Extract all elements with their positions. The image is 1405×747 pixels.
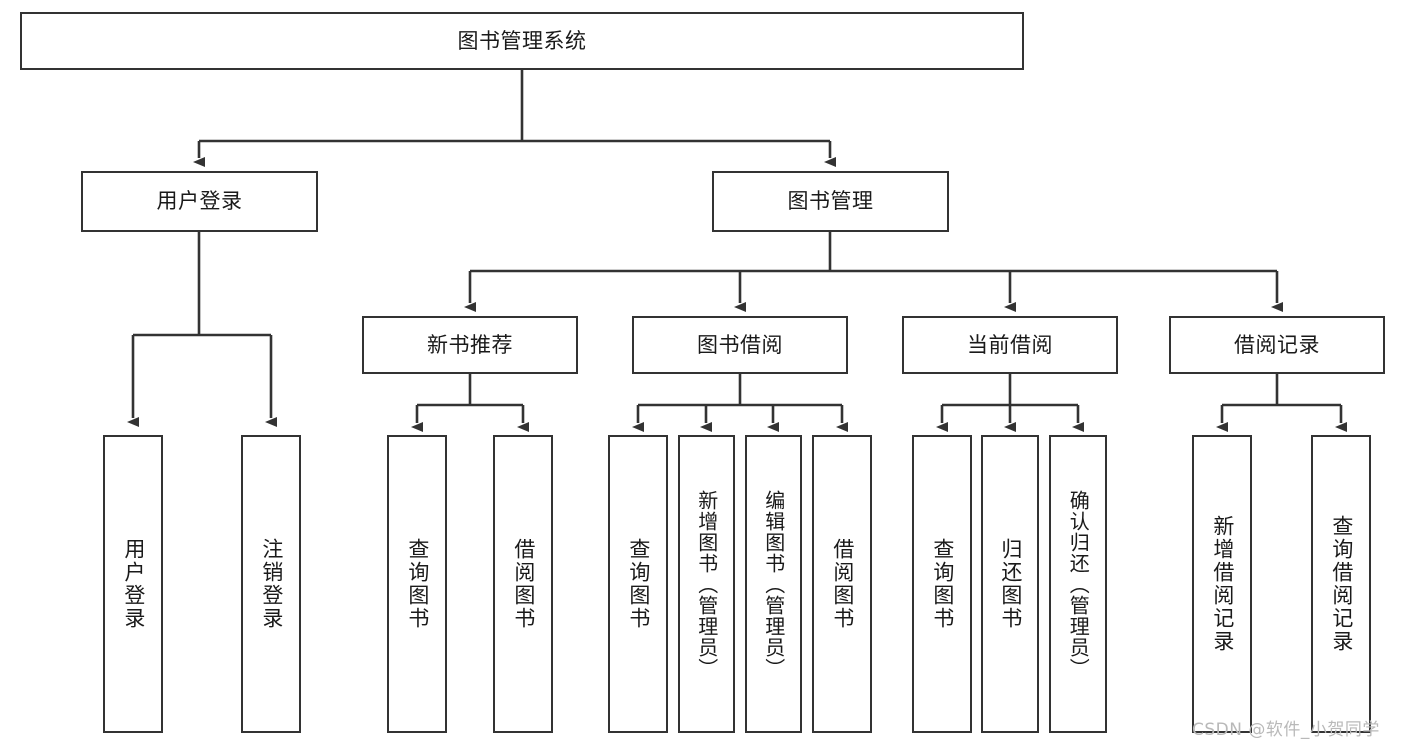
leaf-add-book-admin[interactable]: 新增图书（管理员） — [678, 435, 735, 733]
leaf-logout[interactable]: 注销登录 — [241, 435, 301, 733]
node-label: 新增图书（管理员） — [694, 489, 719, 679]
leaf-add-borrow-record[interactable]: 新增借阅记录 — [1192, 435, 1252, 733]
node-label: 用户登录 — [121, 538, 146, 630]
node-label: 用户登录 — [156, 189, 243, 214]
node-user-login[interactable]: 用户登录 — [81, 171, 318, 232]
node-label: 图书管理系统 — [457, 28, 587, 53]
node-label: 借阅记录 — [1234, 332, 1320, 357]
node-label: 归还图书 — [998, 538, 1023, 630]
leaf-query-book-borrow[interactable]: 查询图书 — [608, 435, 668, 733]
node-label: 注销登录 — [259, 538, 284, 630]
node-book-borrowing[interactable]: 图书借阅 — [632, 316, 848, 374]
node-book-management[interactable]: 图书管理 — [712, 171, 949, 232]
node-label: 查询图书 — [626, 538, 651, 630]
node-label: 图书借阅 — [697, 332, 783, 357]
node-new-book-recommendation[interactable]: 新书推荐 — [362, 316, 578, 374]
node-root-book-management-system[interactable]: 图书管理系统 — [20, 12, 1024, 70]
node-label: 查询图书 — [405, 538, 430, 630]
leaf-user-login[interactable]: 用户登录 — [103, 435, 163, 733]
node-label: 新增借阅记录 — [1210, 515, 1235, 653]
node-label: 图书管理 — [787, 189, 874, 214]
leaf-confirm-return-admin[interactable]: 确认归还（管理员） — [1049, 435, 1107, 733]
node-current-borrowing[interactable]: 当前借阅 — [902, 316, 1118, 374]
csdn-watermark: CSDN @软件_小贺同学 — [1192, 720, 1380, 740]
node-label: 新书推荐 — [427, 332, 513, 357]
leaf-query-book-current[interactable]: 查询图书 — [912, 435, 972, 733]
node-label: 借阅图书 — [511, 538, 536, 630]
node-label: 编辑图书（管理员） — [761, 489, 786, 679]
leaf-query-book-recommendation[interactable]: 查询图书 — [387, 435, 447, 733]
leaf-borrow-book[interactable]: 借阅图书 — [812, 435, 872, 733]
leaf-return-book[interactable]: 归还图书 — [981, 435, 1039, 733]
node-label: 当前借阅 — [967, 332, 1053, 357]
node-label: 查询借阅记录 — [1329, 515, 1354, 653]
leaf-query-borrow-record[interactable]: 查询借阅记录 — [1311, 435, 1371, 733]
leaf-edit-book-admin[interactable]: 编辑图书（管理员） — [745, 435, 802, 733]
node-label: 确认归还（管理员） — [1066, 489, 1091, 679]
node-borrowing-records[interactable]: 借阅记录 — [1169, 316, 1385, 374]
node-label: 借阅图书 — [830, 538, 855, 630]
node-label: 查询图书 — [930, 538, 955, 630]
leaf-borrow-book-recommendation[interactable]: 借阅图书 — [493, 435, 553, 733]
